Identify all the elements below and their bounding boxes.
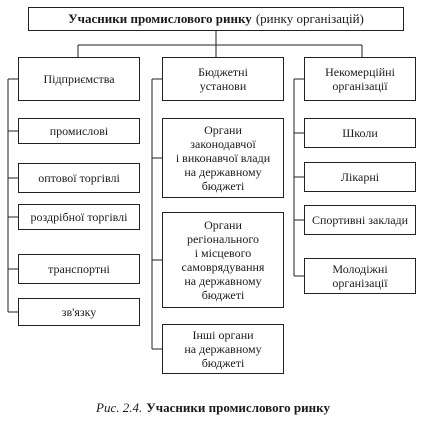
top-title-normal: (ринку організацій) [255, 11, 364, 26]
caption-title: Учасники промислового ринку [146, 400, 330, 415]
figure-caption: Рис. 2.4.Учасники промислового ринку [0, 400, 426, 416]
item-nonprofit-youth: Молодіжні організації [304, 258, 416, 294]
top-title-bold: Учасники промислового ринку [68, 11, 252, 26]
item-enterprises-industrial: промислові [18, 118, 140, 144]
item-enterprises-wholesale: оптової торгівлі [18, 163, 140, 193]
item-nonprofit-hospitals: Лікарні [304, 162, 416, 192]
header-nonprofit: Некомерційні організації [304, 57, 416, 101]
item-nonprofit-sports: Спортивні заклади [304, 205, 416, 235]
header-budget-institutions: Бюджетні установи [162, 57, 284, 101]
item-enterprises-communication: зв'язку [18, 298, 140, 326]
item-nonprofit-schools: Школи [304, 118, 416, 148]
caption-figure-number: Рис. 2.4. [96, 400, 143, 415]
item-budget-regional: Органи регіонального і місцевого самовря… [162, 212, 284, 308]
item-budget-other: Інші органи на державному бюджеті [162, 324, 284, 374]
item-enterprises-transport: транспортні [18, 254, 140, 284]
top-box: Учасники промислового ринку(ринку органі… [28, 7, 404, 31]
header-enterprises: Підприємства [18, 57, 140, 101]
item-enterprises-retail: роздрібної торгівлі [18, 204, 140, 230]
item-budget-legislative: Органи законодавчої і виконавчої влади н… [162, 118, 284, 198]
